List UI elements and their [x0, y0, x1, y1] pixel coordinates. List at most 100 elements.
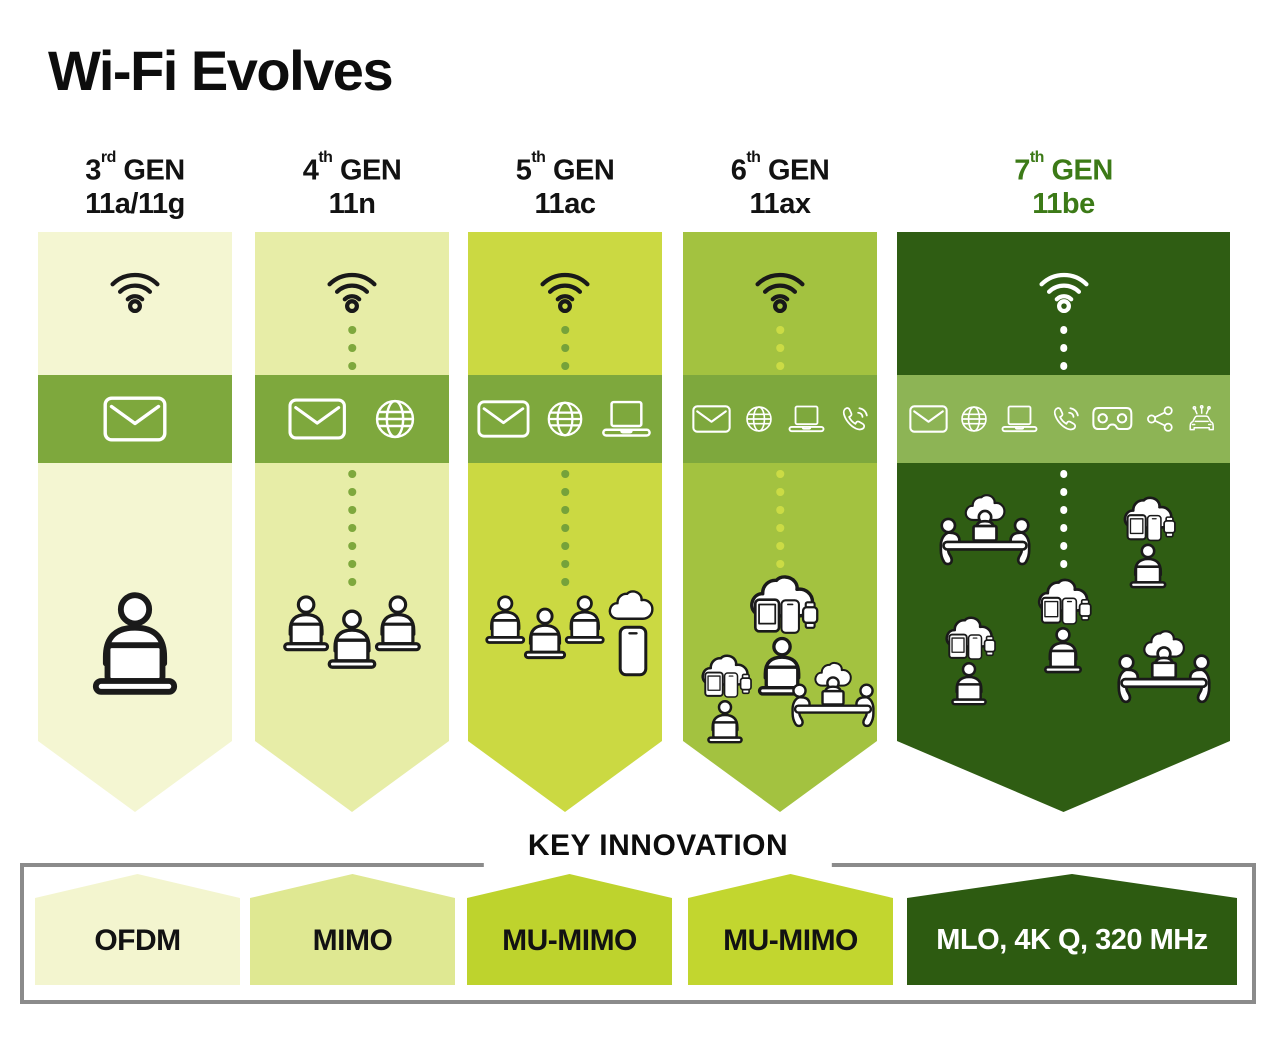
share-network-icon [1146, 405, 1174, 433]
page-title: Wi-Fi Evolves [48, 39, 394, 102]
laptop-icon [787, 405, 826, 433]
generation-banner [38, 232, 232, 812]
dot [1059, 470, 1068, 478]
usage-scene [683, 462, 877, 812]
generation-label: 4th GEN [302, 148, 402, 187]
dot [776, 488, 784, 496]
dot [776, 560, 784, 568]
dot [348, 326, 356, 334]
applications-band [255, 375, 449, 463]
wifi-signal-icon [531, 258, 599, 313]
innovation-badge-mlo: MLO, 4K Q, 320 MHz [907, 874, 1237, 985]
wifi-signal-icon [1030, 258, 1098, 313]
dot [561, 524, 569, 532]
dot [1059, 362, 1068, 370]
dotted-connector [561, 470, 569, 586]
dot [348, 542, 356, 550]
dot [561, 560, 569, 568]
dot [348, 488, 356, 496]
dot [776, 506, 784, 514]
usage-scene [468, 590, 654, 677]
dot [348, 506, 356, 514]
person-with-device-cloud-icon [947, 618, 995, 704]
group-of-three-at-laptops-icon [487, 597, 604, 658]
innovation-badge-mu-mimo: MU-MIMO [467, 874, 672, 985]
dotted-connector [776, 326, 784, 370]
dot [776, 542, 784, 550]
generation-label: 3rd GEN [85, 148, 185, 187]
usage-scene [897, 462, 1230, 812]
generation-column-6th-gen: 6th GEN 11ax [683, 148, 877, 818]
column-header: 3rd GEN 11a/11g [38, 148, 232, 232]
envelope-icon [692, 405, 731, 433]
innovation-badge-mu-mimo: MU-MIMO [688, 874, 893, 985]
key-innovation-box: KEY INNOVATION OFDM MIMO MU-MIMO MU-MIMO… [20, 828, 1256, 1004]
person-with-device-cloud-icon [703, 656, 751, 742]
dot [776, 470, 784, 478]
generation-column-4th-gen: 4th GEN 11n [255, 148, 449, 818]
dotted-connector [348, 326, 356, 370]
meeting-table-group-icon [793, 663, 874, 726]
generation-label: 5th GEN [515, 148, 615, 187]
dot [776, 524, 784, 532]
meeting-table-group-icon [1119, 631, 1209, 702]
standard-label: 11a/11g [85, 187, 185, 220]
dot [561, 344, 569, 352]
column-header: 5th GEN 11ac [468, 148, 662, 232]
generation-column-3rd-gen: 3rd GEN 11a/11g [38, 148, 232, 818]
globe-icon [374, 398, 416, 440]
envelope-icon [909, 405, 948, 433]
dot [1059, 524, 1068, 532]
vr-headset-icon [1091, 405, 1134, 433]
dotted-connector [348, 470, 356, 586]
meeting-table-group-icon [941, 495, 1029, 564]
generation-banner [897, 232, 1230, 812]
globe-icon [546, 400, 584, 438]
generation-label: 7th GEN [1014, 148, 1113, 187]
person-at-laptop-icon [96, 595, 174, 692]
wifi-signal-icon [318, 258, 386, 313]
dot [348, 560, 356, 568]
dot [1059, 488, 1068, 496]
dot [561, 326, 569, 334]
dot [1059, 506, 1068, 514]
column-header: 7th GEN 11be [897, 148, 1230, 232]
dot [561, 488, 569, 496]
key-innovation-heading: KEY INNOVATION [483, 828, 833, 873]
dot [348, 362, 356, 370]
standard-label: 11ax [749, 187, 811, 220]
usage-scene [255, 462, 449, 812]
phone-call-icon [840, 405, 868, 433]
dot [348, 344, 356, 352]
column-header: 6th GEN 11ax [683, 148, 877, 232]
applications-band [468, 375, 662, 463]
generation-column-7th-gen: 7th GEN 11be [897, 148, 1230, 818]
phone-call-icon [1051, 405, 1079, 433]
generation-column-5th-gen: 5th GEN 11ac [468, 148, 662, 818]
cloud-icon [608, 590, 654, 620]
dot [561, 578, 569, 586]
generation-banner [683, 232, 877, 812]
dot [776, 326, 784, 334]
dot [776, 344, 784, 352]
dot [348, 578, 356, 586]
usage-scene [38, 462, 232, 812]
dotted-connector [776, 470, 784, 568]
laptop-icon [1000, 405, 1039, 433]
dot [1059, 344, 1068, 352]
dot [776, 362, 784, 370]
standard-label: 11n [328, 187, 376, 220]
dot [348, 524, 356, 532]
dot [1059, 326, 1068, 334]
applications-band [683, 375, 877, 463]
generation-banner [255, 232, 449, 812]
dotted-connector [561, 326, 569, 370]
dot [348, 470, 356, 478]
dot [1059, 542, 1068, 550]
connected-car-icon [1186, 405, 1217, 433]
dot [561, 470, 569, 478]
smartphone-icon [618, 625, 648, 677]
generation-label: 6th GEN [730, 148, 830, 187]
globe-icon [745, 405, 773, 433]
applications-band [897, 375, 1230, 463]
